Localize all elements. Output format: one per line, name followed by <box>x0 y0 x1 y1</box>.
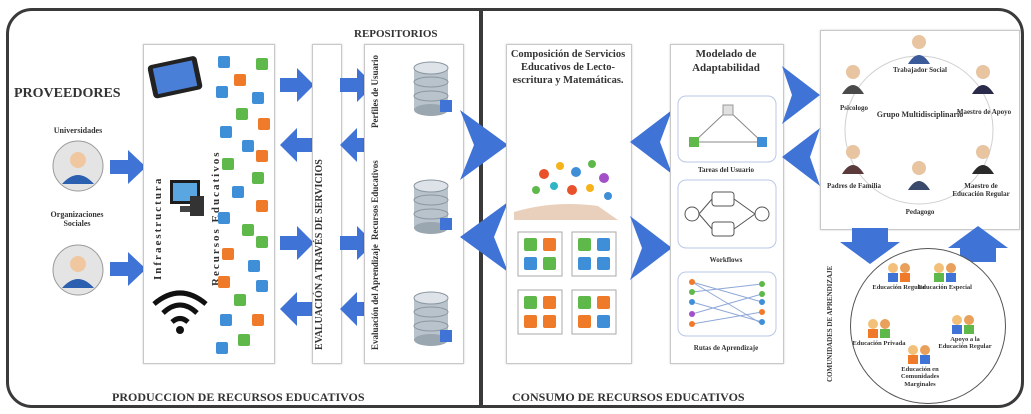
person-icon <box>908 35 930 64</box>
communities-title: COMUNIDADES DE APRENDIZAJE <box>826 265 834 382</box>
person-icon <box>52 140 104 192</box>
arrow-up <box>948 226 1008 262</box>
community-private-label: Educación Privada <box>852 340 906 347</box>
arrow-down <box>840 228 900 264</box>
arrow-right <box>110 252 146 286</box>
workflows-label: Workflows <box>709 256 743 264</box>
computer-icon <box>170 180 204 216</box>
community-marginalized-label: Educación en Comunidades Marginales <box>900 366 940 388</box>
composition-title: Composición de Servicios Educativos de L… <box>510 49 626 87</box>
parent-label: Padres de Familia <box>827 182 881 190</box>
universities-label: Universidades <box>53 126 103 135</box>
community-regular-label: Educación Regular <box>872 284 926 291</box>
arrow-left <box>340 292 374 326</box>
kids-icon <box>908 345 930 364</box>
arrow-left <box>280 292 314 326</box>
arrow-right <box>280 68 314 102</box>
person-icon <box>842 145 864 174</box>
arrow-right <box>460 110 508 180</box>
tile-grid <box>216 56 270 354</box>
repositories-title: REPOSITORIOS <box>354 28 438 40</box>
service-evaluation-label: EVALUACIÓN A TRAVÉS DE SERVICIOS <box>314 159 325 350</box>
outer-frame <box>6 8 1024 408</box>
tile-groups <box>517 231 617 335</box>
arrow-left <box>460 202 508 272</box>
person-icon <box>908 161 930 190</box>
person-icon <box>972 65 994 94</box>
kids-icon <box>888 263 910 282</box>
social-worker-label: Trabajador Social <box>893 66 947 74</box>
repo-learning-eval-label: Evaluación del Aprendizaje <box>370 244 380 350</box>
community-support-label: Apoyo a la Educación Regular <box>938 336 992 351</box>
psychologist-label: Psicologo <box>840 104 868 112</box>
arrow-right <box>110 150 146 184</box>
pedagogue-label: Pedagogo <box>905 208 935 216</box>
providers-title: PROVEEDORES <box>14 86 121 101</box>
learning-routes-label: Rutas de Aprendizaje <box>693 344 759 352</box>
route-graph-icon <box>677 271 777 337</box>
person-icon <box>52 244 104 296</box>
person-icon <box>842 65 864 94</box>
group-title: Grupo Multidisciplinario <box>876 110 964 119</box>
consumption-label: CONSUMO DE RECURSOS EDUCATIVOS <box>512 390 745 404</box>
kids-icon <box>952 315 974 334</box>
tablet-icon <box>147 56 203 99</box>
social-orgs-label: Organizaciones Sociales <box>50 210 104 229</box>
arrow-right <box>630 216 672 280</box>
database-icon <box>413 179 452 234</box>
workflow-icon <box>677 179 777 249</box>
arrow-left <box>280 128 314 162</box>
arrow-left <box>340 128 374 162</box>
wifi-icon <box>152 290 208 334</box>
production-label: PRODUCCION DE RECURSOS EDUCATIVOS <box>112 390 365 404</box>
mindmap-icon <box>514 160 618 220</box>
resource-tiles <box>212 52 272 358</box>
person-icon <box>972 145 994 174</box>
repo-user-profiles-label: Perfiles de Usuario <box>370 55 380 128</box>
database-icon <box>413 291 452 346</box>
arrow-right <box>782 66 820 124</box>
regular-teacher-label: Maestro de Educación Regular <box>952 182 1010 199</box>
repo-edu-resources-label: Recursos Educativos <box>370 160 380 240</box>
arrow-left <box>782 128 820 186</box>
node-graph-icon <box>677 95 777 163</box>
service-evaluation-panel <box>312 44 342 364</box>
infrastructure-label: Infraestructura <box>152 176 164 280</box>
user-tasks-label: Tareas del Usuario <box>697 166 754 174</box>
kids-icon <box>934 263 956 282</box>
support-teacher-label: Maestro de Apoyo <box>956 108 1012 116</box>
community-special-label: Educación Especial <box>918 284 972 291</box>
arrow-right <box>280 226 314 260</box>
section-divider <box>479 10 483 408</box>
modeling-title: Modelado de Adaptabilidad <box>692 48 760 74</box>
arrow-left <box>630 110 672 174</box>
kids-icon <box>868 319 890 338</box>
database-icon <box>413 61 452 116</box>
